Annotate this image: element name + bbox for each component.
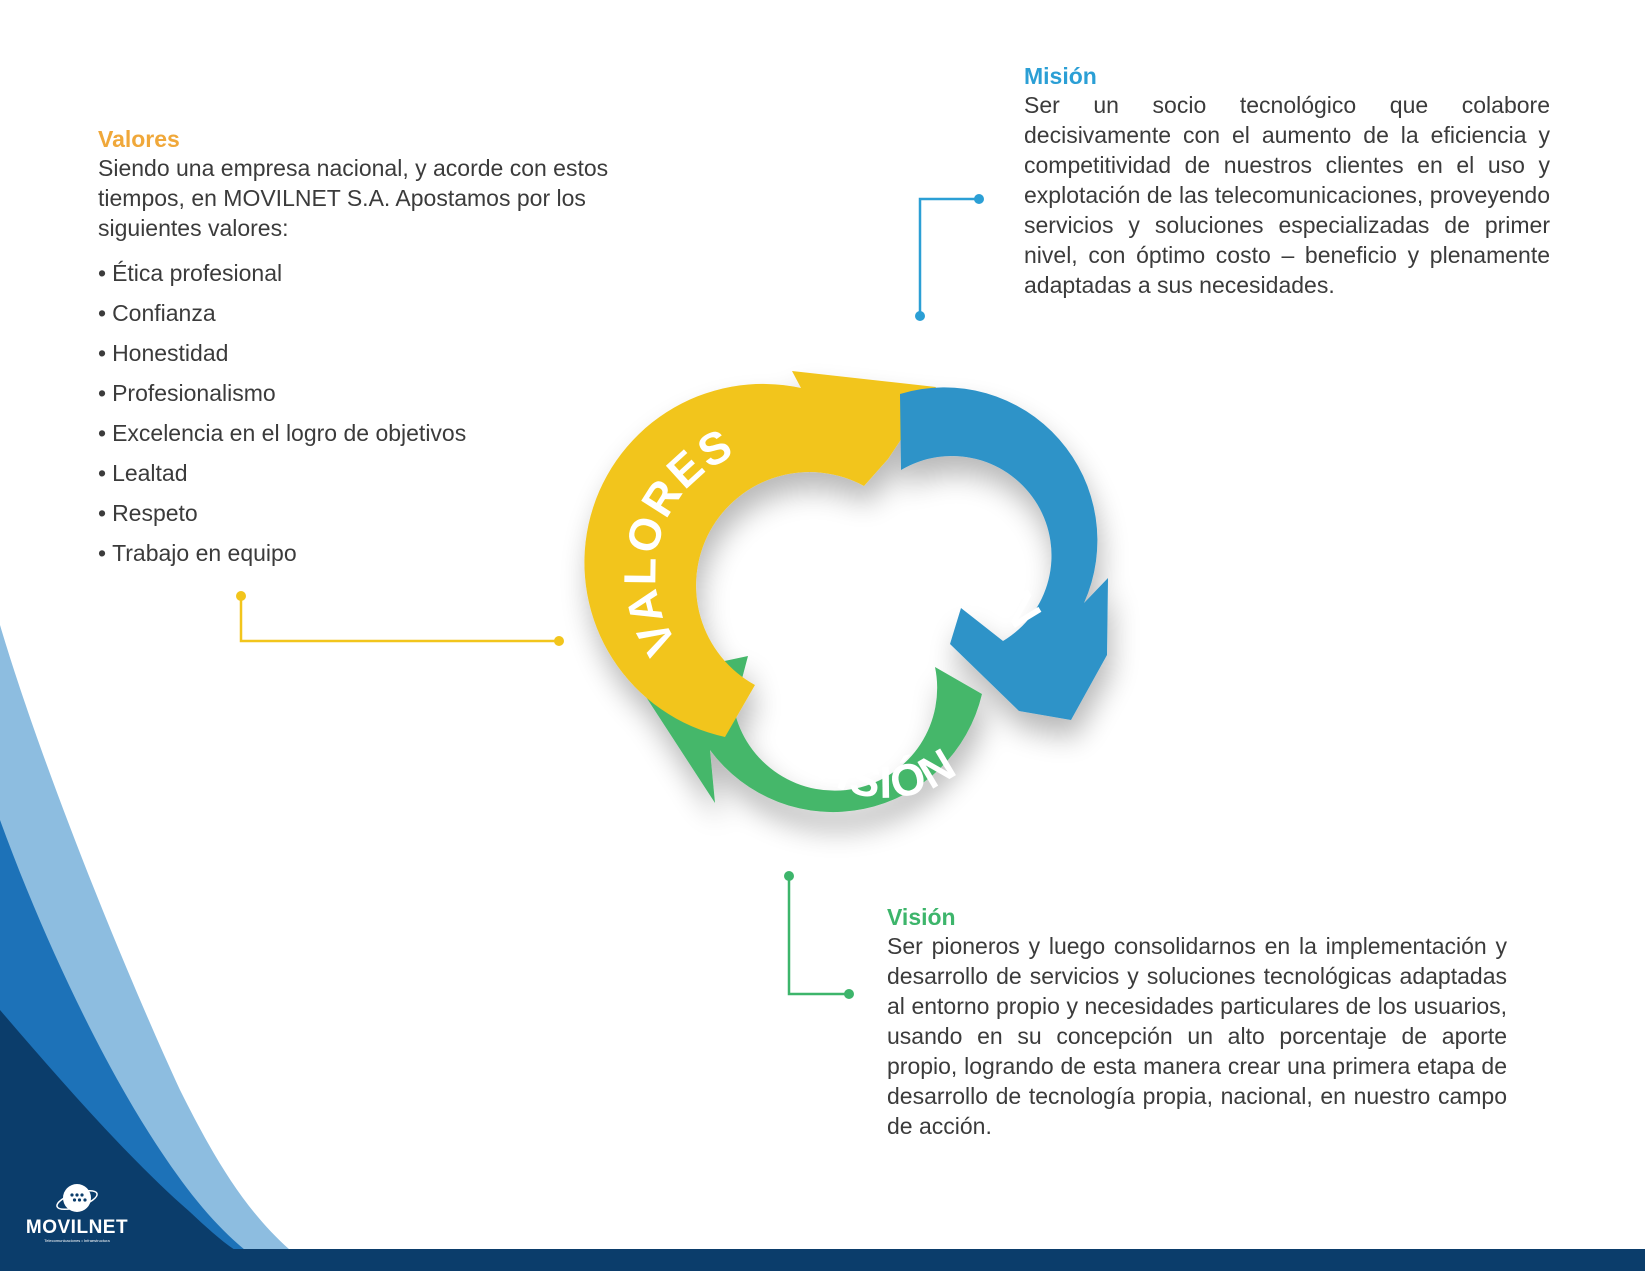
movilnet-logo: MOVILNET Telecomunicaciones • Infraestru… — [18, 1182, 136, 1243]
vision-text: Ser pioneros y luego consolidarnos en la… — [887, 931, 1507, 1141]
logo-tagline: Telecomunicaciones • Infraestructura — [18, 1238, 136, 1243]
value-item: Ética profesional — [98, 253, 633, 293]
value-item: Lealtad — [98, 453, 633, 493]
vision-connector — [784, 871, 854, 999]
valores-section: Valores Siendo una empresa nacional, y a… — [98, 125, 633, 573]
values-list: Ética profesional Confianza Honestidad P… — [98, 253, 633, 573]
valores-connector — [236, 591, 564, 646]
mision-section: Misión Ser un socio tecnológico que cola… — [1024, 62, 1550, 300]
valores-heading: Valores — [98, 125, 633, 153]
value-item: Honestidad — [98, 333, 633, 373]
cycle-diagram: MISIÓN VISIÓN VALORES — [560, 320, 1140, 860]
mision-text: Ser un socio tecnológico que colabore de… — [1024, 90, 1550, 300]
value-item: Excelencia en el logro de objetivos — [98, 413, 633, 453]
value-item: Profesionalismo — [98, 373, 633, 413]
logo-name: MOVILNET — [18, 1218, 136, 1238]
vision-section: Visión Ser pioneros y luego consolidarno… — [887, 903, 1507, 1141]
value-item: Respeto — [98, 493, 633, 533]
vision-heading: Visión — [887, 903, 1507, 931]
mision-connector — [915, 194, 984, 321]
valores-intro: Siendo una empresa nacional, y acorde co… — [98, 153, 633, 243]
logo-globe-icon — [54, 1182, 100, 1216]
mision-heading: Misión — [1024, 62, 1550, 90]
value-item: Trabajo en equipo — [98, 533, 633, 573]
value-item: Confianza — [98, 293, 633, 333]
